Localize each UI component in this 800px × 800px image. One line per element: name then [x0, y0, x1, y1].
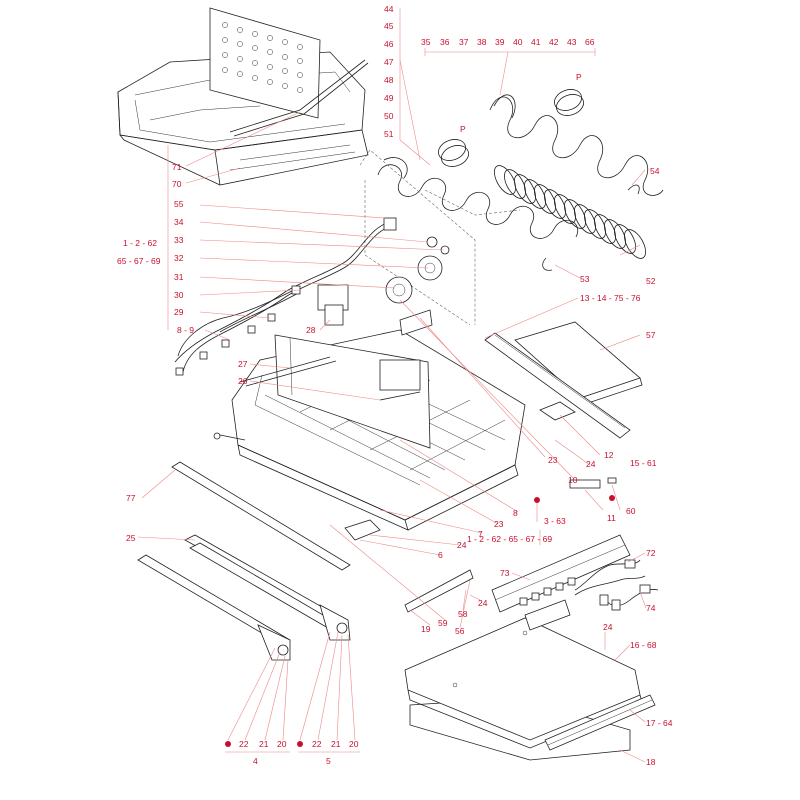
label-44: 44: [384, 4, 394, 14]
label-46: 46: [384, 39, 394, 49]
label-1-2-62: 1 - 2 - 62: [123, 238, 157, 248]
label-28: 28: [306, 325, 316, 335]
label-7: 7: [478, 529, 483, 539]
label-51: 51: [384, 129, 394, 139]
label-41: 41: [531, 37, 541, 47]
label-42: 42: [549, 37, 559, 47]
label-22a: 22: [239, 739, 249, 749]
label-p-left: P: [460, 124, 466, 134]
leader-lines: [137, 8, 647, 763]
label-20a: 20: [277, 739, 287, 749]
label-57: 57: [646, 330, 656, 340]
label-8: 8: [513, 508, 518, 518]
label-71: 71: [172, 162, 182, 172]
label-11: 11: [607, 513, 616, 523]
label-1-2-62-65-67-69: 1 - 2 - 62 - 65 - 67 - 69: [467, 534, 552, 544]
rail-77: [171, 461, 351, 571]
label-45: 45: [384, 21, 394, 31]
label-43: 43: [567, 37, 577, 47]
label-5: 5: [326, 756, 331, 766]
label-35: 35: [421, 37, 431, 47]
brackets: [344, 309, 617, 541]
label-34: 34: [174, 217, 184, 227]
label-50: 50: [384, 111, 394, 121]
label-72: 72: [646, 548, 656, 558]
rail-19-and-harness-73: [404, 534, 659, 631]
wiring-harness: [174, 217, 450, 376]
oven-cavity-upper: [117, 7, 369, 186]
runners: [137, 534, 351, 661]
tray-57: [484, 321, 643, 439]
label-4: 4: [253, 756, 258, 766]
label-53: 53: [580, 274, 590, 284]
label-23b: 23: [494, 519, 504, 529]
label-38: 38: [477, 37, 487, 47]
label-60: 60: [626, 506, 636, 516]
label-15-61: 15 - 61: [630, 458, 657, 468]
label-48: 48: [384, 75, 394, 85]
label-3-63: 3 - 63: [544, 516, 566, 526]
label-65-67-69: 65 - 67 - 69: [117, 256, 161, 266]
label-30: 30: [174, 290, 184, 300]
label-20b: 20: [349, 739, 359, 749]
label-55: 55: [174, 199, 184, 209]
label-17-64: 17 - 64: [646, 718, 673, 728]
label-59: 59: [438, 618, 448, 628]
label-21b: 21: [331, 739, 341, 749]
label-73: 73: [500, 568, 510, 578]
label-24c: 24: [478, 598, 488, 608]
label-66: 66: [585, 37, 595, 47]
label-39: 39: [495, 37, 505, 47]
label-21a: 21: [259, 739, 269, 749]
label-74: 74: [646, 603, 656, 613]
label-10: 10: [568, 475, 578, 485]
label-58: 58: [458, 609, 468, 619]
springs-group: [359, 89, 664, 326]
part-labels: 44 45 46 47 48 49 50 51 35 36 37 38 39 4…: [117, 4, 673, 767]
label-52: 52: [646, 276, 656, 286]
label-16-68: 16 - 68: [630, 640, 657, 650]
label-26: 26: [238, 376, 248, 386]
label-19: 19: [421, 624, 431, 634]
label-33: 33: [174, 235, 184, 245]
label-23a: 23: [548, 455, 558, 465]
label-70: 70: [172, 179, 182, 189]
base-panels: [404, 617, 656, 761]
label-40: 40: [513, 37, 523, 47]
label-6: 6: [438, 550, 443, 560]
label-27: 27: [238, 359, 248, 369]
main-chassis: [213, 329, 526, 531]
label-56: 56: [455, 626, 465, 636]
label-24d: 24: [603, 622, 613, 632]
label-31: 31: [174, 272, 184, 282]
label-54: 54: [650, 166, 660, 176]
label-12: 12: [604, 450, 614, 460]
label-18: 18: [646, 757, 656, 767]
reference-dots: [225, 495, 615, 747]
label-13-14-75-76: 13 - 14 - 75 - 76: [580, 293, 641, 303]
label-36: 36: [440, 37, 450, 47]
label-37: 37: [459, 37, 469, 47]
label-p-right: P: [576, 72, 582, 82]
label-8-9: 8 - 9: [177, 325, 194, 335]
label-25: 25: [126, 533, 136, 543]
label-49: 49: [384, 93, 394, 103]
label-24a: 24: [586, 459, 596, 469]
label-29: 29: [174, 307, 184, 317]
label-24b: 24: [457, 540, 467, 550]
label-32: 32: [174, 253, 184, 263]
label-47: 47: [384, 57, 394, 67]
label-77: 77: [126, 493, 136, 503]
label-22b: 22: [312, 739, 322, 749]
